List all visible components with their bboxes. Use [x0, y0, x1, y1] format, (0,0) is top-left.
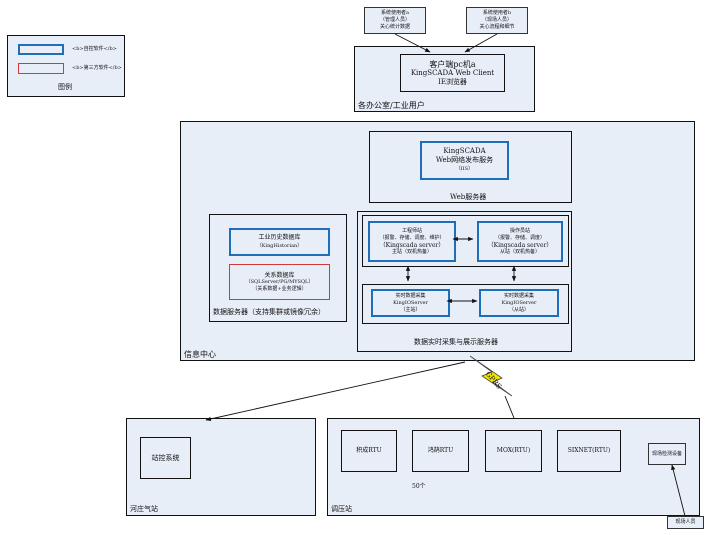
- rtu-label: 积成RTU: [356, 447, 382, 454]
- slave-line: 从站（双机热备）: [499, 248, 540, 255]
- master-station: 工程师站 （报警、存储、调度、维护） （Kingscada server） 主站…: [368, 221, 456, 262]
- regulator-station-label: 调压站: [331, 505, 352, 513]
- io-group: 实时数据采集 KingIOServer （主站） 实时数据采集 KingIOSe…: [362, 284, 569, 324]
- slave-station: 操作员站 （报警、存储、调度） （Kingscada server） 从站（双机…: [477, 221, 563, 262]
- slave-line: （Kingscada server）: [487, 241, 553, 249]
- relational-db: 关系数据库 （SQLServer/PG/MYSQL） （关系数据+业务逻辑）: [229, 264, 330, 300]
- web-client-box: 客户端pc机a KingSCADA Web Client IE浏览器: [400, 54, 505, 92]
- master-line: （报警、存储、调度、维护）: [379, 234, 445, 241]
- legend-own-label: <b>自控软件</b>: [72, 46, 117, 52]
- web-service-line: （IIS）: [455, 166, 474, 172]
- slave-line: （报警、存储、调度）: [494, 234, 545, 241]
- io-left-line: （主站）: [400, 306, 421, 313]
- relational-line: 关系数据库: [264, 271, 295, 279]
- relational-line: （关系数据+业务逻辑）: [252, 285, 307, 292]
- rtu-mox: MOX(RTU): [485, 430, 542, 472]
- rtu-count: 50个: [412, 483, 426, 490]
- gas-station-link: [205, 361, 466, 422]
- legend-third-swatch: [18, 63, 64, 74]
- user-b-line: （现场人员）: [481, 17, 512, 23]
- regulator-station-panel: 积成RTU 鸿鹄RTU MOX(RTU) SIXNET(RTU) 现场检测设备 …: [327, 418, 700, 516]
- io-right-line: （从站）: [508, 306, 529, 313]
- user-a-line: 关心统计数据: [379, 24, 410, 30]
- data-server-box: 工业历史数据库 （KingHistorian） 关系数据库 （SQLServer…: [209, 214, 347, 322]
- legend-panel: <b>自控软件</b> <b>第三方软件</b> 图例: [7, 35, 125, 97]
- relational-line: （SQLServer/PG/MYSQL）: [245, 278, 314, 285]
- gprs-label: GPRS: [483, 370, 504, 391]
- client-line: KingSCADA Web Client: [410, 68, 495, 77]
- field-staff-label: 现场人员: [675, 519, 696, 525]
- field-device-label: 现场检测设备: [651, 450, 682, 457]
- field-device: 现场检测设备: [648, 443, 686, 465]
- client-line: 客户端pc机a: [429, 59, 476, 69]
- io-left-line: 实时数据采集: [395, 292, 426, 299]
- station-control-system: 站控系统: [140, 437, 191, 479]
- station-control-label: 站控系统: [151, 454, 180, 462]
- io-left-line: KingIOServer: [393, 299, 428, 306]
- historian-line: （KingHistorian）: [256, 243, 303, 249]
- master-line: 主站（双机热备）: [391, 248, 432, 255]
- info-center-panel: KingSCADA Web网络发布服务 （IIS） Web服务器 工业历史数据库…: [180, 121, 695, 361]
- web-publish-service: KingSCADA Web网络发布服务 （IIS）: [420, 141, 509, 180]
- info-center-label: 信息中心: [184, 350, 216, 359]
- web-service-line: Web网络发布服务: [435, 156, 494, 164]
- realtime-server-box: 工程师站 （报警、存储、调度、维护） （Kingscada server） 主站…: [357, 211, 572, 352]
- user-a-line: 系统使用者a: [381, 10, 409, 16]
- io-server-master: 实时数据采集 KingIOServer （主站）: [371, 289, 450, 317]
- user-a-line: （管理人员）: [379, 17, 410, 23]
- rtu-label: MOX(RTU): [496, 447, 531, 454]
- slave-line: 操作员站: [509, 227, 530, 234]
- legend-title: 图例: [58, 83, 72, 91]
- rtu-label: SIXNET(RTU): [567, 447, 611, 454]
- io-right-line: KingIOServer: [501, 299, 537, 306]
- rtu-label: 鸿鹄RTU: [427, 447, 454, 454]
- io-server-slave: 实时数据采集 KingIOServer （从站）: [479, 289, 559, 317]
- gas-station-panel: 站控系统 河庄气站: [126, 418, 316, 516]
- web-server-label: Web服务器: [450, 193, 487, 201]
- rtu-jicheng: 积成RTU: [341, 430, 397, 472]
- office-panel: 客户端pc机a KingSCADA Web Client IE浏览器 各办公室/…: [354, 46, 535, 112]
- rtu-honghu: 鸿鹄RTU: [412, 430, 469, 472]
- realtime-server-label: 数据实时采集与展示服务器: [414, 338, 498, 346]
- scada-group: 工程师站 （报警、存储、调度、维护） （Kingscada server） 主站…: [362, 215, 569, 267]
- rtu-sixnet: SIXNET(RTU): [557, 430, 621, 472]
- web-server-box: KingSCADA Web网络发布服务 （IIS） Web服务器: [369, 131, 572, 203]
- master-line: （Kingscada server）: [379, 241, 445, 249]
- client-line: IE浏览器: [438, 77, 467, 86]
- web-service-line: KingSCADA: [443, 147, 486, 155]
- io-right-line: 实时数据采集: [503, 292, 534, 299]
- user-b-box: 系统使用者b （现场人员） 关心流程和细节: [466, 7, 528, 34]
- data-server-label: 数据服务器（支持集群或镜像冗余）: [213, 308, 325, 316]
- historian-line: 工业历史数据库: [258, 234, 301, 241]
- user-a-box: 系统使用者a （管理人员） 关心统计数据: [364, 7, 426, 34]
- legend-third-label: <b>第三方软件</b>: [72, 65, 122, 71]
- user-b-line: 系统使用者b: [482, 10, 512, 16]
- legend-own-swatch: [18, 44, 64, 55]
- master-line: 工程师站: [401, 227, 422, 234]
- user-b-line: 关心流程和细节: [479, 24, 515, 30]
- gprs-link: [504, 395, 515, 419]
- gas-station-label: 河庄气站: [130, 505, 158, 513]
- field-staff-box: 现场人员: [667, 516, 704, 529]
- historian-db: 工业历史数据库 （KingHistorian）: [229, 228, 330, 256]
- office-label: 各办公室/工业用户: [358, 101, 425, 110]
